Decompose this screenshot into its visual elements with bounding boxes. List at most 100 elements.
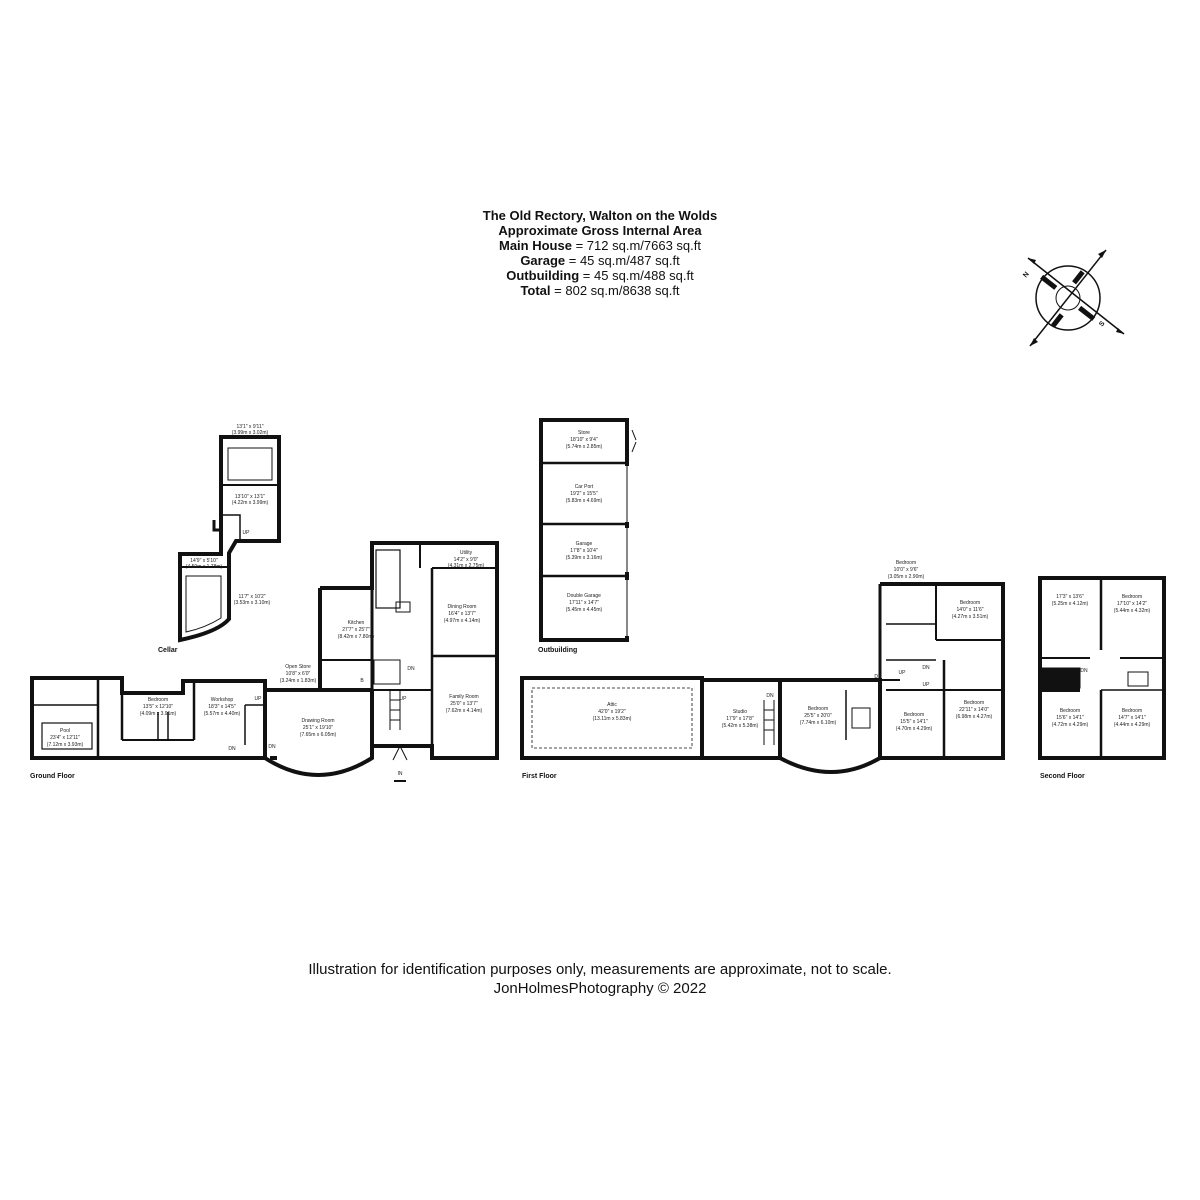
gf-dn-1: DN <box>228 746 236 752</box>
cellar-label: Cellar <box>158 647 178 654</box>
utility-dim: 14'2" x 9'0" <box>454 557 479 563</box>
attic-name: Attic <box>607 702 617 708</box>
attic-metric: (13.11m x 5.83m) <box>593 716 632 722</box>
open-store-name: Open Store <box>285 664 311 670</box>
carport-metric: (5.83m x 4.69m) <box>566 498 603 504</box>
ff-bedroom-2-name: Bedroom <box>896 560 916 566</box>
first-floor-plan <box>520 582 1005 774</box>
workshop-metric: (5.57m x 4.40m) <box>204 711 241 717</box>
ff-bedroom-1-dim: 25'5" x 20'0" <box>804 713 832 719</box>
sf-bedroom-2-name: Bedroom <box>1060 708 1080 714</box>
sf-bedroom-1-name: Bedroom <box>1122 594 1142 600</box>
outbuilding-label: Outbuilding <box>538 647 577 654</box>
drawing-room-metric: (7.65m x 6.05m) <box>300 732 337 738</box>
gf-dn-2: DN <box>268 744 276 750</box>
utility-metric: (4.31m x 2.75m) <box>448 563 485 569</box>
open-store-dim: 10'8" x 6'0" <box>286 671 311 677</box>
pool-metric: (7.12m x 3.93m) <box>47 742 84 748</box>
cellar-room-2-dim: 13'10" x 13'1" <box>235 494 265 500</box>
family-room-metric: (7.62m x 4.14m) <box>446 708 483 714</box>
pool-name: Pool <box>60 728 70 734</box>
area-subtitle: Approximate Gross Internal Area <box>498 223 702 238</box>
gf-bedroom-name: Bedroom <box>148 697 168 703</box>
sf-bedroom-3-metric: (4.44m x 4.29m) <box>1114 722 1151 728</box>
cellar-room-2-metric: (4.22m x 3.99m) <box>232 500 269 506</box>
family-room-name: Family Room <box>449 694 478 700</box>
kitchen-metric: (8.42m x 7.80m) <box>338 634 375 640</box>
sf-dn: DN <box>1080 668 1088 674</box>
ff-dn-3: DN <box>922 665 930 671</box>
drawing-room-name: Drawing Room <box>301 718 334 724</box>
ff-bedroom-4-dim: 15'5" x 14'1" <box>900 719 928 725</box>
cellar-plan <box>178 435 281 643</box>
cellar-room-3-metric: (4.50m x 1.78m) <box>186 564 223 570</box>
cellar-room-1-dim: 13'1" x 9'11" <box>236 424 263 430</box>
ff-bedroom-3-dim: 14'0" x 11'6" <box>956 607 983 613</box>
ff-bedroom-5-metric: (6.98m x 4.27m) <box>956 714 993 720</box>
family-room-dim: 25'0" x 13'7" <box>450 701 478 707</box>
ff-bedroom-4-metric: (4.70m x 4.29m) <box>896 726 933 732</box>
ff-dn-1: DN <box>766 693 774 699</box>
sf-room-1-metric: (5.25m x 4.12m) <box>1052 601 1089 607</box>
workshop-dim: 18'3" x 14'5" <box>208 704 236 710</box>
sf-room-1-dim: 17'3" x 13'6" <box>1056 594 1084 600</box>
area-total: Total = 802 sq.m/8638 sq.ft <box>520 283 680 298</box>
cellar-room-3-dim: 14'9" x 5'10" <box>190 558 218 564</box>
compass-icon: N S <box>1022 249 1125 347</box>
gf-dn-3: DN <box>407 666 415 672</box>
disclaimer-text: Illustration for identification purposes… <box>308 961 892 978</box>
gf-b: B <box>360 678 364 684</box>
kitchen-name: Kitchen <box>348 620 365 626</box>
outbuilding-plan <box>539 418 637 642</box>
property-title: The Old Rectory, Walton on the Wolds <box>482 208 718 223</box>
gf-bedroom-dim: 13'5" x 12'10" <box>143 704 173 710</box>
workshop-name: Workshop <box>211 697 234 703</box>
ground-floor-label: Ground Floor <box>30 773 75 780</box>
carport-dim: 19'2" x 15'5" <box>570 491 598 497</box>
cellar-up: UP <box>243 530 251 536</box>
cellar-room-1-metric: (3.99m x 3.02m) <box>232 430 269 436</box>
second-floor-plan <box>1038 576 1166 760</box>
ff-dn-2: DN <box>874 674 882 680</box>
dining-room-metric: (4.97m x 4.14m) <box>444 618 481 624</box>
studio-name: Studio <box>733 709 747 715</box>
ff-bedroom-3-metric: (4.27m x 3.51m) <box>952 614 989 620</box>
plan-footer: Illustration for identification purposes… <box>0 960 1200 998</box>
sf-chimney-block <box>1040 668 1080 692</box>
garage-name: Garage <box>576 541 593 547</box>
gf-in: IN <box>398 771 403 777</box>
store-name: Store <box>578 430 590 436</box>
area-garage: Garage = 45 sq.m/487 sq.ft <box>520 253 680 268</box>
ff-bedroom-3-name: Bedroom <box>960 600 980 606</box>
ff-bedroom-1-metric: (7.74m x 6.10m) <box>800 720 837 726</box>
studio-dim: 17'9" x 17'8" <box>726 716 754 722</box>
dining-room-name: Dining Room <box>448 604 477 610</box>
sf-bedroom-2-metric: (4.72m x 4.29m) <box>1052 722 1089 728</box>
gf-up-1: UP <box>255 696 263 702</box>
sf-bedroom-3-name: Bedroom <box>1122 708 1142 714</box>
sf-bedroom-1-dim: 17'10" x 14'2" <box>1117 601 1147 607</box>
gf-bedroom-metric: (4.09m x 3.91m) <box>140 711 177 717</box>
garage-dim: 17'8" x 10'4" <box>570 548 598 554</box>
area-outbuilding: Outbuilding = 45 sq.m/488 sq.ft <box>506 268 694 283</box>
ff-bedroom-5-name: Bedroom <box>964 700 984 706</box>
compass-n: N <box>1022 271 1031 279</box>
open-store-metric: (3.24m x 1.83m) <box>280 678 317 684</box>
first-floor-label: First Floor <box>522 773 557 780</box>
store-metric: (5.74m x 2.85m) <box>566 444 603 450</box>
pool-dim: 23'4" x 12'11" <box>50 735 80 741</box>
carport-name: Car Port <box>575 484 594 490</box>
ff-bedroom-4-name: Bedroom <box>904 712 924 718</box>
compass-s: S <box>1098 320 1107 328</box>
plan-header: The Old Rectory, Walton on the Wolds App… <box>0 208 1200 298</box>
ff-bedroom-2-dim: 10'0" x 9'6" <box>894 567 919 573</box>
ff-bedroom-1-name: Bedroom <box>808 706 828 712</box>
utility-name: Utility <box>460 550 473 556</box>
store-dim: 18'10" x 9'4" <box>570 437 598 443</box>
ff-up-2: UP <box>923 682 931 688</box>
attic-dim: 42'0" x 19'2" <box>598 709 626 715</box>
sf-bedroom-2-dim: 15'6" x 14'1" <box>1056 715 1084 721</box>
ff-up-1: UP <box>899 670 907 676</box>
studio-metric: (5.42m x 5.38m) <box>722 723 759 729</box>
